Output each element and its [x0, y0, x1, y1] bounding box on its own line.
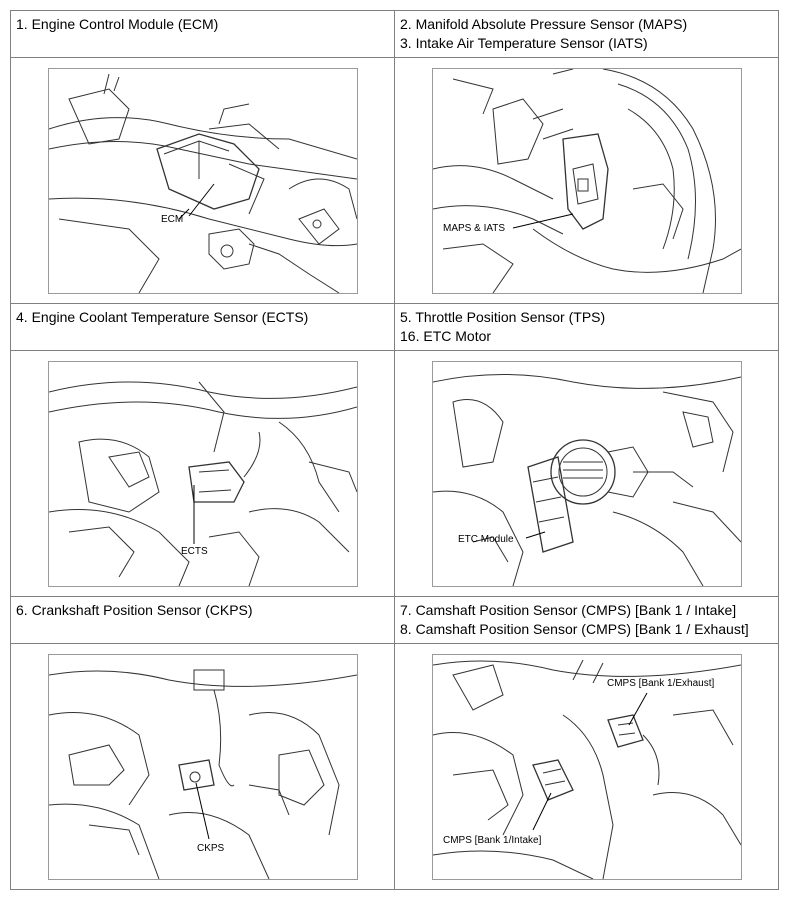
sensor-location-table: 1. Engine Control Module (ECM) 2. Manifo… — [10, 10, 779, 890]
cell-maps-image: MAPS & IATS — [394, 57, 779, 304]
ects-callout: ECTS — [181, 546, 208, 557]
image-row-3: CKPS — [10, 643, 779, 890]
cmps-illustration: CMPS [Bank 1/Exhaust] CMPS [Bank 1/Intak… — [432, 654, 742, 880]
cell-ects-image: ECTS — [10, 350, 395, 597]
header-row-1: 1. Engine Control Module (ECM) 2. Manifo… — [10, 10, 779, 58]
cell-tps-image: ETC Module — [394, 350, 779, 597]
header-row-3: 6. Crankshaft Position Sensor (CKPS) 7. … — [10, 596, 779, 644]
etc-illustration: ETC Module — [432, 361, 742, 587]
ecm-title: 1. Engine Control Module (ECM) — [16, 16, 219, 32]
image-row-1: ECM — [10, 57, 779, 304]
cell-cmps-title: 7. Camshaft Position Sensor (CMPS) [Bank… — [394, 596, 779, 644]
tps-title: 5. Throttle Position Sensor (TPS) — [400, 309, 606, 325]
cell-ects-title: 4. Engine Coolant Temperature Sensor (EC… — [10, 303, 395, 351]
iats-title: 3. Intake Air Temperature Sensor (IATS) — [400, 35, 648, 51]
cmps-intake-title: 7. Camshaft Position Sensor (CMPS) [Bank… — [400, 602, 737, 618]
ecm-illustration: ECM — [48, 68, 358, 294]
maps-iats-callout: MAPS & IATS — [443, 223, 505, 234]
maps-illustration: MAPS & IATS — [432, 68, 742, 294]
ckps-illustration: CKPS — [48, 654, 358, 880]
cmps-exhaust-title: 8. Camshaft Position Sensor (CMPS) [Bank… — [400, 621, 749, 637]
image-row-2: ECTS — [10, 350, 779, 597]
cell-tps-title: 5. Throttle Position Sensor (TPS) 16. ET… — [394, 303, 779, 351]
cell-cmps-image: CMPS [Bank 1/Exhaust] CMPS [Bank 1/Intak… — [394, 643, 779, 890]
header-row-2: 4. Engine Coolant Temperature Sensor (EC… — [10, 303, 779, 351]
cmps-intake-callout: CMPS [Bank 1/Intake] — [443, 835, 542, 846]
cell-ecm-title: 1. Engine Control Module (ECM) — [10, 10, 395, 58]
maps-title: 2. Manifold Absolute Pressure Sensor (MA… — [400, 16, 688, 32]
cell-ecm-image: ECM — [10, 57, 395, 304]
ckps-callout: CKPS — [197, 843, 225, 854]
cmps-exhaust-callout: CMPS [Bank 1/Exhaust] — [607, 678, 714, 689]
ecm-callout: ECM — [161, 214, 183, 225]
ckps-title: 6. Crankshaft Position Sensor (CKPS) — [16, 602, 253, 618]
etc-motor-title: 16. ETC Motor — [400, 328, 492, 344]
cell-ckps-title: 6. Crankshaft Position Sensor (CKPS) — [10, 596, 395, 644]
etc-module-callout: ETC Module — [458, 534, 514, 545]
cell-ckps-image: CKPS — [10, 643, 395, 890]
ects-title: 4. Engine Coolant Temperature Sensor (EC… — [16, 309, 309, 325]
cell-maps-title: 2. Manifold Absolute Pressure Sensor (MA… — [394, 10, 779, 58]
ects-illustration: ECTS — [48, 361, 358, 587]
